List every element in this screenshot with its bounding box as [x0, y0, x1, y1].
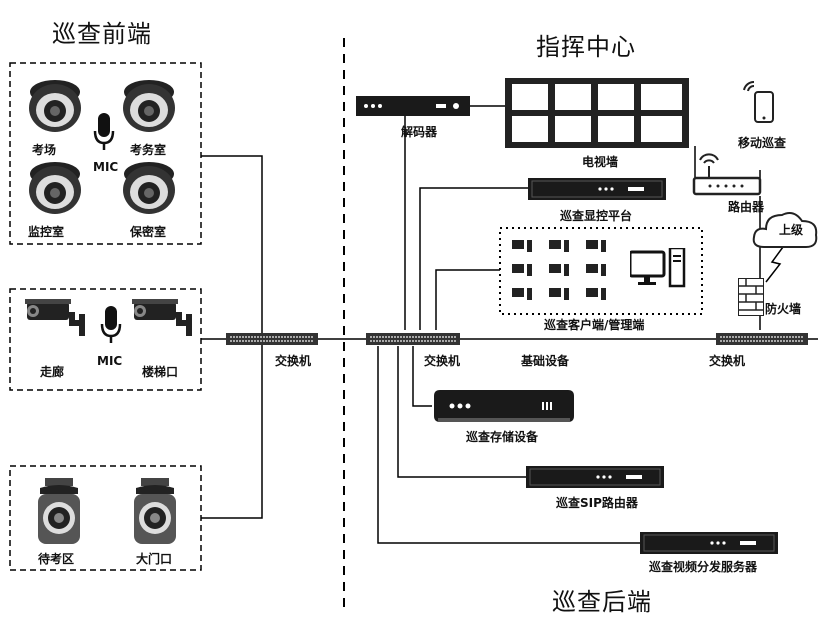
firewall-label: 防火墙 — [765, 302, 802, 316]
sip-router-label: 巡查SIP路由器 — [556, 496, 638, 510]
switch-icon — [226, 333, 318, 345]
vds-label: 巡查视频分发服务器 — [649, 560, 758, 574]
display-platform-label: 巡查显控平台 — [560, 209, 633, 223]
microphone-icon — [93, 113, 115, 150]
client-workstations-icon — [512, 240, 606, 300]
router-label: 路由器 — [728, 200, 765, 214]
switch-icon — [716, 333, 808, 345]
microphone-icon — [100, 306, 122, 343]
front-group-1-box — [9, 62, 202, 245]
mobile-phone-icon — [743, 80, 774, 123]
ptz-camera-icon — [134, 478, 176, 544]
front-switch-label: 交换机 — [275, 354, 312, 368]
desktop-computer-icon — [630, 248, 686, 288]
cam-label-zoulang: 走廊 — [40, 365, 65, 379]
cam-label-jiankongshi: 监控室 — [28, 225, 65, 239]
tv-wall-label: 电视墙 — [582, 155, 619, 169]
base-equipment-label: 基础设备 — [521, 354, 570, 368]
sip-router-icon — [526, 466, 664, 488]
dome-camera-icon — [123, 162, 175, 214]
cam-label-kaowushi: 考务室 — [130, 143, 167, 157]
dome-camera-icon — [29, 80, 81, 132]
tv-wall-icon — [505, 78, 689, 148]
dome-camera-icon — [29, 162, 81, 214]
right-switch-label: 交换机 — [709, 354, 746, 368]
cam-label-loutikou: 楼梯口 — [142, 365, 179, 379]
center-title: 指挥中心 — [536, 33, 636, 61]
center-switch-label: 交换机 — [424, 354, 461, 368]
dome-camera-icon — [123, 80, 175, 132]
bullet-camera-icon — [25, 299, 85, 336]
front-title: 巡查前端 — [52, 20, 152, 48]
storage-device-icon — [434, 390, 574, 422]
bullet-camera-icon — [132, 299, 192, 336]
cam-label-baomishi: 保密室 — [130, 225, 167, 239]
mic-label: MIC — [93, 160, 119, 174]
decoder-device-icon — [356, 96, 470, 116]
cam-label-damenkou: 大门口 — [136, 552, 173, 566]
switch-icon — [366, 333, 460, 345]
firewall-icon — [738, 278, 764, 316]
ptz-camera-icon — [38, 478, 80, 544]
storage-label: 巡查存储设备 — [466, 430, 539, 444]
display-platform-server-icon — [528, 178, 666, 200]
client-label: 巡查客户端/管理端 — [544, 318, 645, 332]
router-icon — [692, 153, 762, 196]
cam-label-daikaoqu: 待考区 — [38, 552, 75, 566]
mic-label-2: MIC — [97, 354, 123, 368]
decoder-label: 解码器 — [401, 125, 438, 139]
cloud-icon — [752, 212, 818, 248]
cam-label-kaochang: 考场 — [32, 143, 57, 157]
cloud-label: 上级 — [779, 223, 804, 237]
video-distribution-server-icon — [640, 532, 778, 554]
mobile-patrol-label: 移动巡查 — [738, 136, 787, 150]
